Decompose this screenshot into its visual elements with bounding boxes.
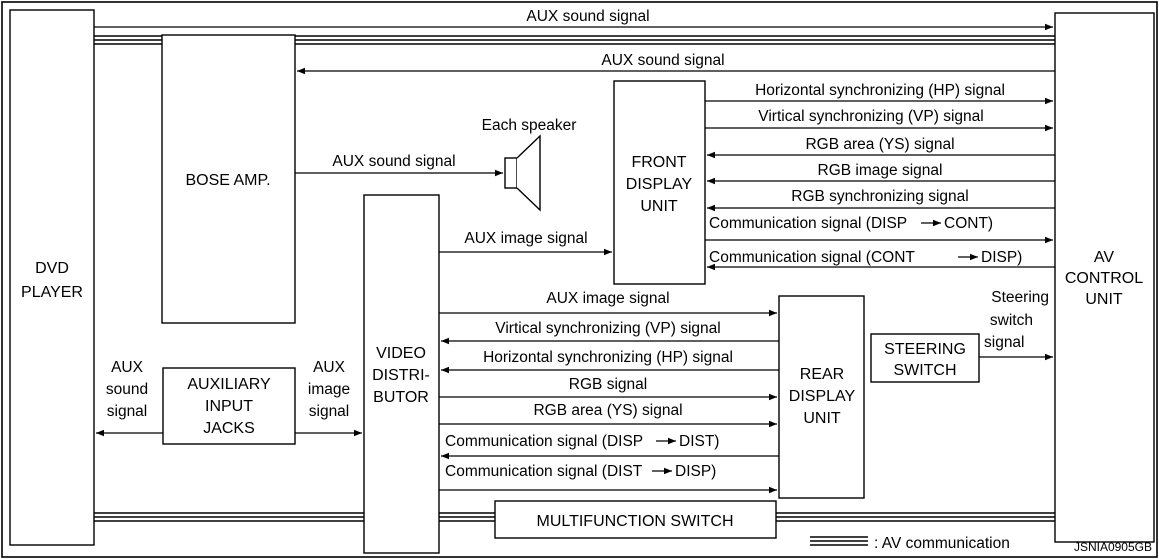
aux-image-left-label-1: AUX: [313, 359, 346, 376]
video-distributor-label-2: DISTRI-: [372, 367, 430, 384]
dist-suffix-label: DIST): [679, 433, 719, 450]
aux-sound-speaker-label: AUX sound signal: [332, 153, 455, 170]
steering-switch-block: STEERING SWITCH: [870, 333, 980, 383]
video-distributor-label-1: VIDEO: [376, 345, 426, 362]
ys-rear-label: RGB area (YS) signal: [533, 402, 682, 419]
rgb-image-label: RGB image signal: [818, 162, 943, 179]
legend-av-communication: : AV communication: [810, 535, 1010, 552]
aux-image-front-label: AUX image signal: [464, 230, 587, 247]
hp-front-label: Horizontal synchronizing (HP) signal: [755, 82, 1005, 99]
dvd-player-label-1: DVD: [35, 260, 69, 277]
auxiliary-input-jacks-block: AUXILIARY INPUT JACKS: [162, 367, 296, 445]
aux-sound-left-label-2: sound: [106, 381, 148, 398]
front-display-label-3: UNIT: [640, 198, 678, 215]
steering-signal-label-3: signal: [984, 334, 1025, 351]
hp-rear-label: Horizontal synchronizing (HP) signal: [483, 349, 733, 366]
dvd-player-label-2: PLAYER: [21, 284, 83, 301]
ys-front-label: RGB area (YS) signal: [805, 136, 954, 153]
rear-display-label-1: REAR: [800, 366, 844, 383]
comm-disp-cont-label: Communication signal (DISP: [709, 215, 907, 232]
steering-switch-label-2: SWITCH: [893, 362, 956, 379]
dvd-player-block: DVD PLAYER: [9, 9, 95, 546]
comm-disp-dist-label: Communication signal (DISP: [445, 433, 643, 450]
video-distributor-label-3: BUTOR: [373, 389, 429, 406]
vp-front-label: Virtical synchronizing (VP) signal: [758, 108, 983, 125]
bose-amp-block: BOSE AMP.: [161, 34, 296, 324]
aux-image-rear-label: AUX image signal: [546, 290, 669, 307]
aux-image-left-label-2: image: [308, 381, 350, 398]
disp-suffix-2-label: DISP): [675, 463, 716, 480]
cont-suffix-label: CONT): [944, 215, 993, 232]
av-control-label-1: AV: [1094, 249, 1114, 266]
bose-amp-label: BOSE AMP.: [185, 172, 270, 189]
aux-sound-2-label: AUX sound signal: [601, 52, 724, 69]
aux-image-left-label-3: signal: [309, 403, 350, 420]
steering-signal-label-2: switch: [990, 312, 1033, 329]
comm-dist-disp-label: Communication signal (DIST: [445, 463, 643, 480]
steering-switch-label-1: STEERING: [884, 341, 966, 358]
speaker-icon: [504, 134, 541, 212]
figure-id: JSNIA0905GB: [1074, 540, 1152, 554]
aux-sound-left-label-3: signal: [107, 403, 148, 420]
av-control-label-2: CONTROL: [1065, 270, 1143, 287]
av-control-unit-block: AV CONTROL UNIT: [1054, 12, 1155, 543]
aux-jacks-label-3: JACKS: [203, 420, 255, 437]
rear-display-label-3: UNIT: [803, 410, 841, 427]
aux-jacks-label-1: AUXILIARY: [187, 376, 271, 393]
rgb-signal-label: RGB signal: [569, 376, 647, 393]
video-distributor-block: VIDEO DISTRI- BUTOR: [363, 194, 440, 554]
front-display-unit-block: FRONT DISPLAY UNIT: [613, 80, 706, 285]
rear-display-label-2: DISPLAY: [789, 388, 856, 405]
comm-cont-disp-label: Communication signal (CONT: [709, 249, 915, 266]
av-control-label-3: UNIT: [1085, 291, 1123, 308]
legend-text: : AV communication: [874, 535, 1010, 552]
front-display-label-1: FRONT: [631, 154, 686, 171]
each-speaker-label: Each speaker: [482, 117, 577, 134]
vp-rear-label: Virtical synchronizing (VP) signal: [495, 320, 720, 337]
steering-signal-label-1: Steering: [991, 289, 1049, 306]
front-display-label-2: DISPLAY: [626, 176, 693, 193]
multifunction-switch-label: MULTIFUNCTION SWITCH: [536, 513, 733, 530]
disp-suffix-1-label: DISP): [981, 249, 1022, 266]
rgb-sync-label: RGB synchronizing signal: [791, 188, 968, 205]
rear-display-unit-block: REAR DISPLAY UNIT: [778, 295, 865, 499]
aux-sound-left-label-1: AUX: [111, 359, 144, 376]
aux-sound-top-label: AUX sound signal: [526, 8, 649, 25]
multifunction-switch-block: MULTIFUNCTION SWITCH: [494, 500, 777, 539]
aux-jacks-label-2: INPUT: [205, 398, 253, 415]
